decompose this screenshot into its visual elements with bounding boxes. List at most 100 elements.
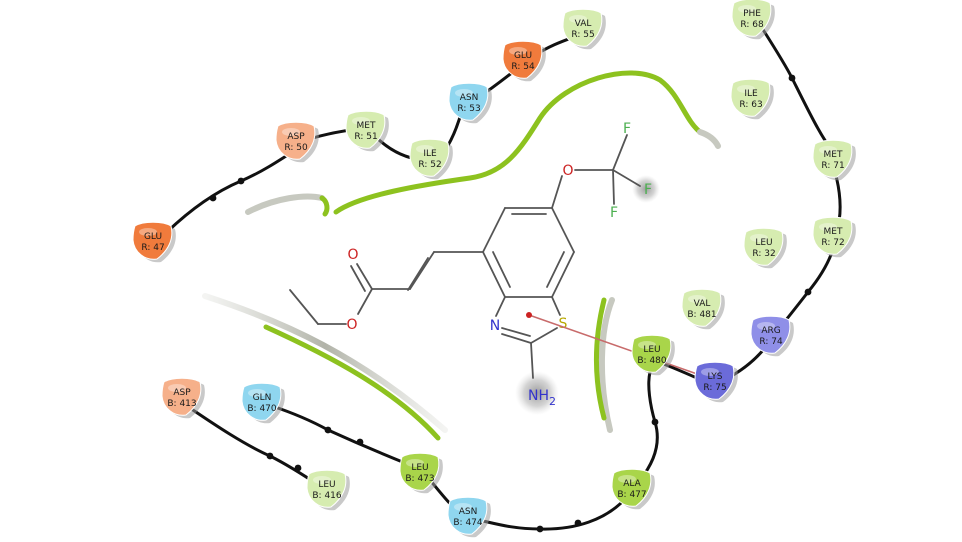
residue-number-label: R: 47 [141, 243, 164, 253]
backbone-dot [536, 525, 544, 533]
pocket-contour-grey-left [202, 293, 448, 433]
residue-highlight [248, 389, 266, 397]
residue-number-label: R: 68 [740, 20, 764, 30]
residue-highlight [750, 234, 768, 242]
residue-highlight [569, 15, 587, 23]
residue-body [631, 334, 672, 373]
residue-number-label: B: 480 [637, 356, 667, 366]
residue-body [812, 139, 853, 178]
amine-group-label: NH2 [528, 388, 556, 408]
residue-highlight [509, 47, 527, 55]
backbone-dot [266, 452, 274, 460]
interaction-contact-line [528, 314, 701, 376]
residue-name-label: LEU [318, 480, 335, 490]
residue-name-label: LYS [707, 372, 722, 382]
backbone-junction-dots [209, 74, 812, 533]
residue-body [275, 121, 316, 160]
residue-number-label: R: 54 [511, 62, 535, 72]
residue-name-label: GLU [514, 51, 532, 61]
backbone-segment [270, 404, 412, 467]
backbone-segment [776, 244, 836, 332]
pocket-contour-grey-top [245, 193, 325, 215]
residue-number-label: R: 51 [354, 132, 377, 142]
pocket-contour-green-main [333, 70, 703, 215]
residue-name-label: ILE [744, 89, 758, 99]
residue-name-label: MET [357, 121, 376, 131]
backbone-segment [638, 370, 659, 482]
residue-highlight [757, 322, 775, 330]
residue-name-label: ASP [287, 132, 305, 142]
residue-number-label: R: 74 [759, 337, 783, 347]
residue-name-label: MET [824, 227, 843, 237]
residue-number-label: B: 470 [247, 404, 277, 414]
carbon-bonds [289, 134, 641, 379]
residue-body [731, 0, 772, 37]
residue-highlight [701, 368, 719, 376]
backbone-dot [356, 438, 364, 446]
residue-number-label: R: 50 [284, 143, 308, 153]
residue-highlight [618, 475, 636, 483]
carbonyl-oxygen-label: O [347, 247, 358, 263]
residue-number-label: B: 474 [453, 518, 483, 528]
residue-number-label: R: 55 [571, 30, 594, 40]
residue-body [448, 82, 489, 121]
residue-highlight [688, 295, 706, 303]
fluorine-atom-label: F [644, 182, 652, 198]
residue-number-label: R: 52 [418, 160, 441, 170]
backbone-segment [476, 496, 628, 531]
residue-name-label: GLU [144, 232, 162, 242]
binding-pocket-contour [202, 70, 721, 441]
residue-name-label: GLN [253, 393, 272, 403]
residue-number-label: B: 413 [167, 399, 196, 409]
backbone-segment [188, 406, 322, 488]
ring-sulfur-label: S [559, 316, 568, 332]
pocket-contour-green-left [263, 324, 441, 441]
residue-body [681, 288, 722, 327]
backbone-dot [294, 464, 302, 472]
backbone-dot [804, 288, 812, 296]
residue-number-label: R: 63 [739, 100, 762, 110]
residue-name-label: LEU [643, 345, 660, 355]
residue-body [743, 227, 784, 266]
residue-name-label: ILE [423, 149, 437, 159]
residue-number-label: R: 32 [752, 249, 775, 259]
ligand-structure: F F F O O O N S NH2 [289, 121, 701, 415]
pocket-contour-green-top [319, 195, 330, 217]
residue-name-label: ASN [460, 93, 479, 103]
residue-body [562, 8, 603, 47]
residue-name-label: VAL [575, 19, 592, 29]
residue-body [730, 78, 771, 117]
residue-name-label: ASN [459, 507, 478, 517]
interaction-contact-point [526, 312, 532, 318]
pocket-contour-grey-right [697, 129, 721, 149]
residue-highlight [819, 223, 837, 231]
residue-name-label: ASP [173, 388, 191, 398]
residue-body [241, 382, 282, 421]
backbone-dot [788, 74, 796, 82]
residue-body [345, 110, 386, 149]
ester-oxygen-label: O [346, 317, 357, 333]
